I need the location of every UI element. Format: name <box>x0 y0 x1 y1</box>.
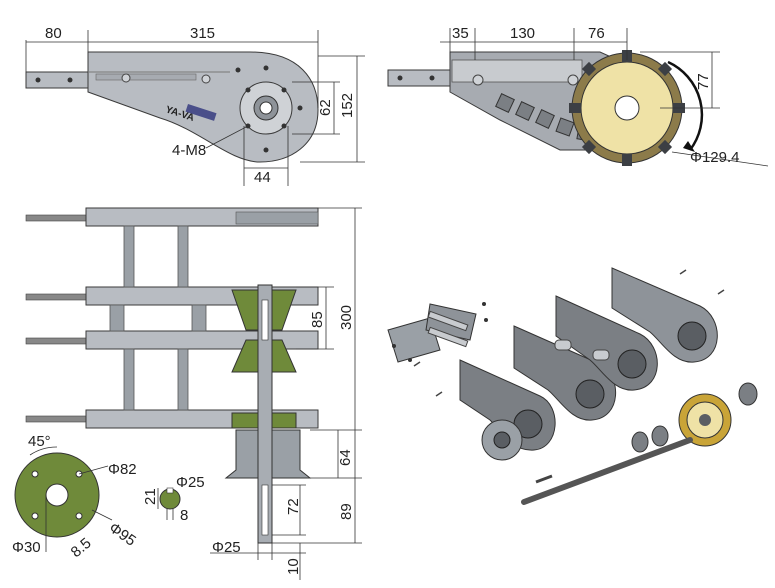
chain-sprocket-view: 35 130 76 77 Φ129.4 <box>387 25 769 167</box>
dim-85: 85 <box>309 311 326 328</box>
dim-76: 76 <box>588 25 605 42</box>
extension-bar <box>25 71 89 89</box>
side-view-drive-unit: YA-VA 80 315 152 62 44 4-M8 <box>25 25 365 186</box>
rotation-arrow <box>667 60 704 151</box>
sprocket-bore <box>614 95 640 121</box>
slot <box>95 73 197 81</box>
screw <box>121 73 131 83</box>
dim-89: 89 <box>338 503 355 520</box>
shaft-diameter-label: Φ25 <box>176 474 205 491</box>
shaft-keyway <box>261 484 269 536</box>
bolt-callout: 4-M8 <box>172 142 206 159</box>
shaft-key <box>535 474 553 484</box>
end-bracket-assembly <box>387 302 488 363</box>
flange-offset: 8.5 <box>68 535 95 561</box>
flange-outer: Φ95 <box>106 519 139 549</box>
exploded-isometric-view <box>387 267 758 505</box>
flange-angle: 45° <box>28 433 51 450</box>
spacer-rod <box>177 225 189 288</box>
spacer-rod <box>123 225 135 288</box>
drive-shaft-iso <box>521 437 693 505</box>
dim-35: 35 <box>452 25 469 42</box>
dim-10: 10 <box>285 558 302 575</box>
screw <box>201 74 211 84</box>
key-height: 21 <box>142 488 159 505</box>
dim-height: 152 <box>339 93 356 118</box>
extension-bar-right <box>387 69 451 87</box>
flange-bore <box>45 483 69 507</box>
dim-72: 72 <box>285 498 302 515</box>
flange-detail: 45° Φ82 Φ95 Φ30 8.5 <box>12 433 139 561</box>
shaft-section-detail: 21 Φ25 8 <box>142 474 205 524</box>
front-view-stack: 300 85 64 89 72 10 Φ25 <box>25 207 362 580</box>
dim-shaft-diameter: Φ25 <box>212 539 241 556</box>
bearing <box>631 431 649 453</box>
dim-64: 64 <box>337 449 354 466</box>
dim-length: 315 <box>190 25 215 42</box>
dim-77: 77 <box>695 73 712 90</box>
bolt-hole <box>245 87 251 93</box>
logo-badge <box>185 104 217 121</box>
dim-130: 130 <box>510 25 535 42</box>
dim-extension: 80 <box>45 25 62 42</box>
dim-sprocket-diameter: Φ129.4 <box>690 149 740 166</box>
bar-hole <box>35 77 41 83</box>
bolt-hole <box>281 123 287 129</box>
dim-300: 300 <box>338 305 355 330</box>
bearing <box>738 382 758 406</box>
flange-bolt-circle: Φ82 <box>108 461 137 478</box>
drive-shaft <box>257 284 273 544</box>
key-width: 8 <box>180 507 188 524</box>
bolt-hole <box>281 87 287 93</box>
spacer-roller <box>554 339 572 351</box>
bar-hole <box>67 77 73 83</box>
flange-bore-dim: Φ30 <box>12 539 41 556</box>
dim-hub: 62 <box>317 99 334 116</box>
dim-bolt-spacing: 44 <box>254 169 271 186</box>
